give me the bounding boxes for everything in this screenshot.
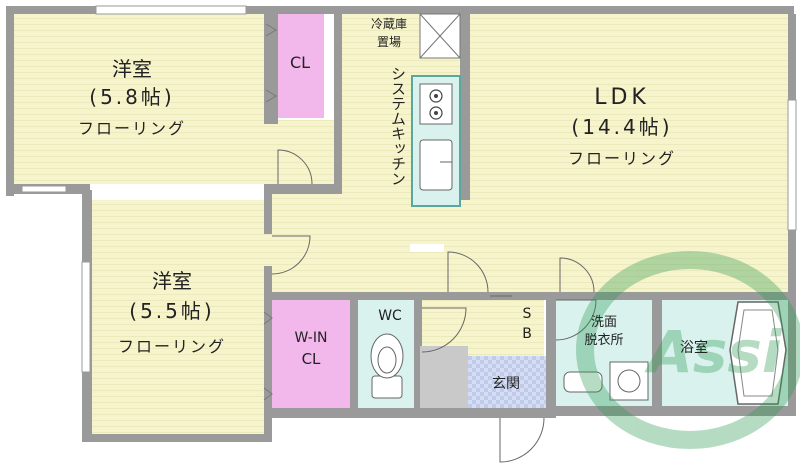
western-room-bottom-name: 洋室 — [152, 269, 192, 293]
entrance-floor — [468, 356, 546, 408]
fridge-label-2: 置場 — [377, 35, 401, 49]
bathroom-label: 浴室 — [680, 339, 708, 356]
wc-label: WC — [378, 308, 402, 324]
bathtub — [729, 301, 787, 405]
western-room-top-floor — [14, 14, 264, 184]
walk-in-closet-label-1: W-IN — [295, 330, 328, 346]
shoebox-label-2: B — [522, 326, 532, 342]
western-room-bottom-size: (5.5帖) — [129, 299, 214, 323]
door-wc — [421, 307, 467, 353]
stove — [419, 83, 453, 125]
western-room-bottom-floor — [90, 200, 270, 436]
wash-basin — [563, 371, 603, 393]
kitchen-counter — [411, 75, 461, 207]
door-washroom — [555, 299, 597, 341]
sink — [419, 139, 453, 191]
washroom-fixtures — [563, 361, 649, 401]
walk-in-closet-fill — [272, 300, 350, 408]
western-room-bottom-floor-type: フローリング — [118, 337, 226, 356]
room-labels: 洋室 (5.8帖) フローリング 洋室 (5.5帖) フローリング LDK (1… — [78, 17, 708, 392]
doors — [271, 149, 597, 463]
ldk-floor — [470, 14, 790, 254]
windows — [21, 5, 797, 373]
fridge-label-1: 冷蔵庫 — [371, 17, 407, 31]
shoebox-label-1: S — [523, 306, 532, 322]
closet-label: CL — [290, 53, 310, 72]
western-room-top-size: (5.8帖) — [89, 85, 174, 109]
kitchen-label: システムキッチン — [389, 66, 407, 186]
watermark-text: Assist — [644, 318, 800, 386]
assist-watermark: Assist — [576, 251, 800, 449]
washroom-label-1: 洗面 — [591, 315, 617, 330]
burner-icon — [429, 106, 443, 120]
door-top-room — [277, 149, 313, 185]
walk-in-closet-label-2: CL — [302, 350, 321, 368]
closet-shelf-markers — [263, 23, 277, 401]
western-room-top-name: 洋室 — [112, 57, 152, 81]
ldk-size: (14.4帖) — [571, 115, 672, 139]
closet-fill — [278, 14, 324, 118]
ldk-name: LDK — [594, 85, 650, 110]
toilet — [370, 333, 404, 399]
door-ldk-left — [447, 251, 489, 293]
door-bottom-room — [271, 235, 311, 275]
ldk-floor-type: フローリング — [568, 149, 676, 168]
fridge-space — [419, 13, 461, 59]
western-room-top-floor-type: フローリング — [78, 119, 186, 138]
entrance-label: 玄関 — [492, 375, 520, 392]
door-entrance — [499, 417, 545, 463]
door-ldk-right — [559, 257, 595, 293]
washroom-label-2: 脱衣所 — [584, 332, 623, 348]
burner-icon — [429, 89, 443, 103]
